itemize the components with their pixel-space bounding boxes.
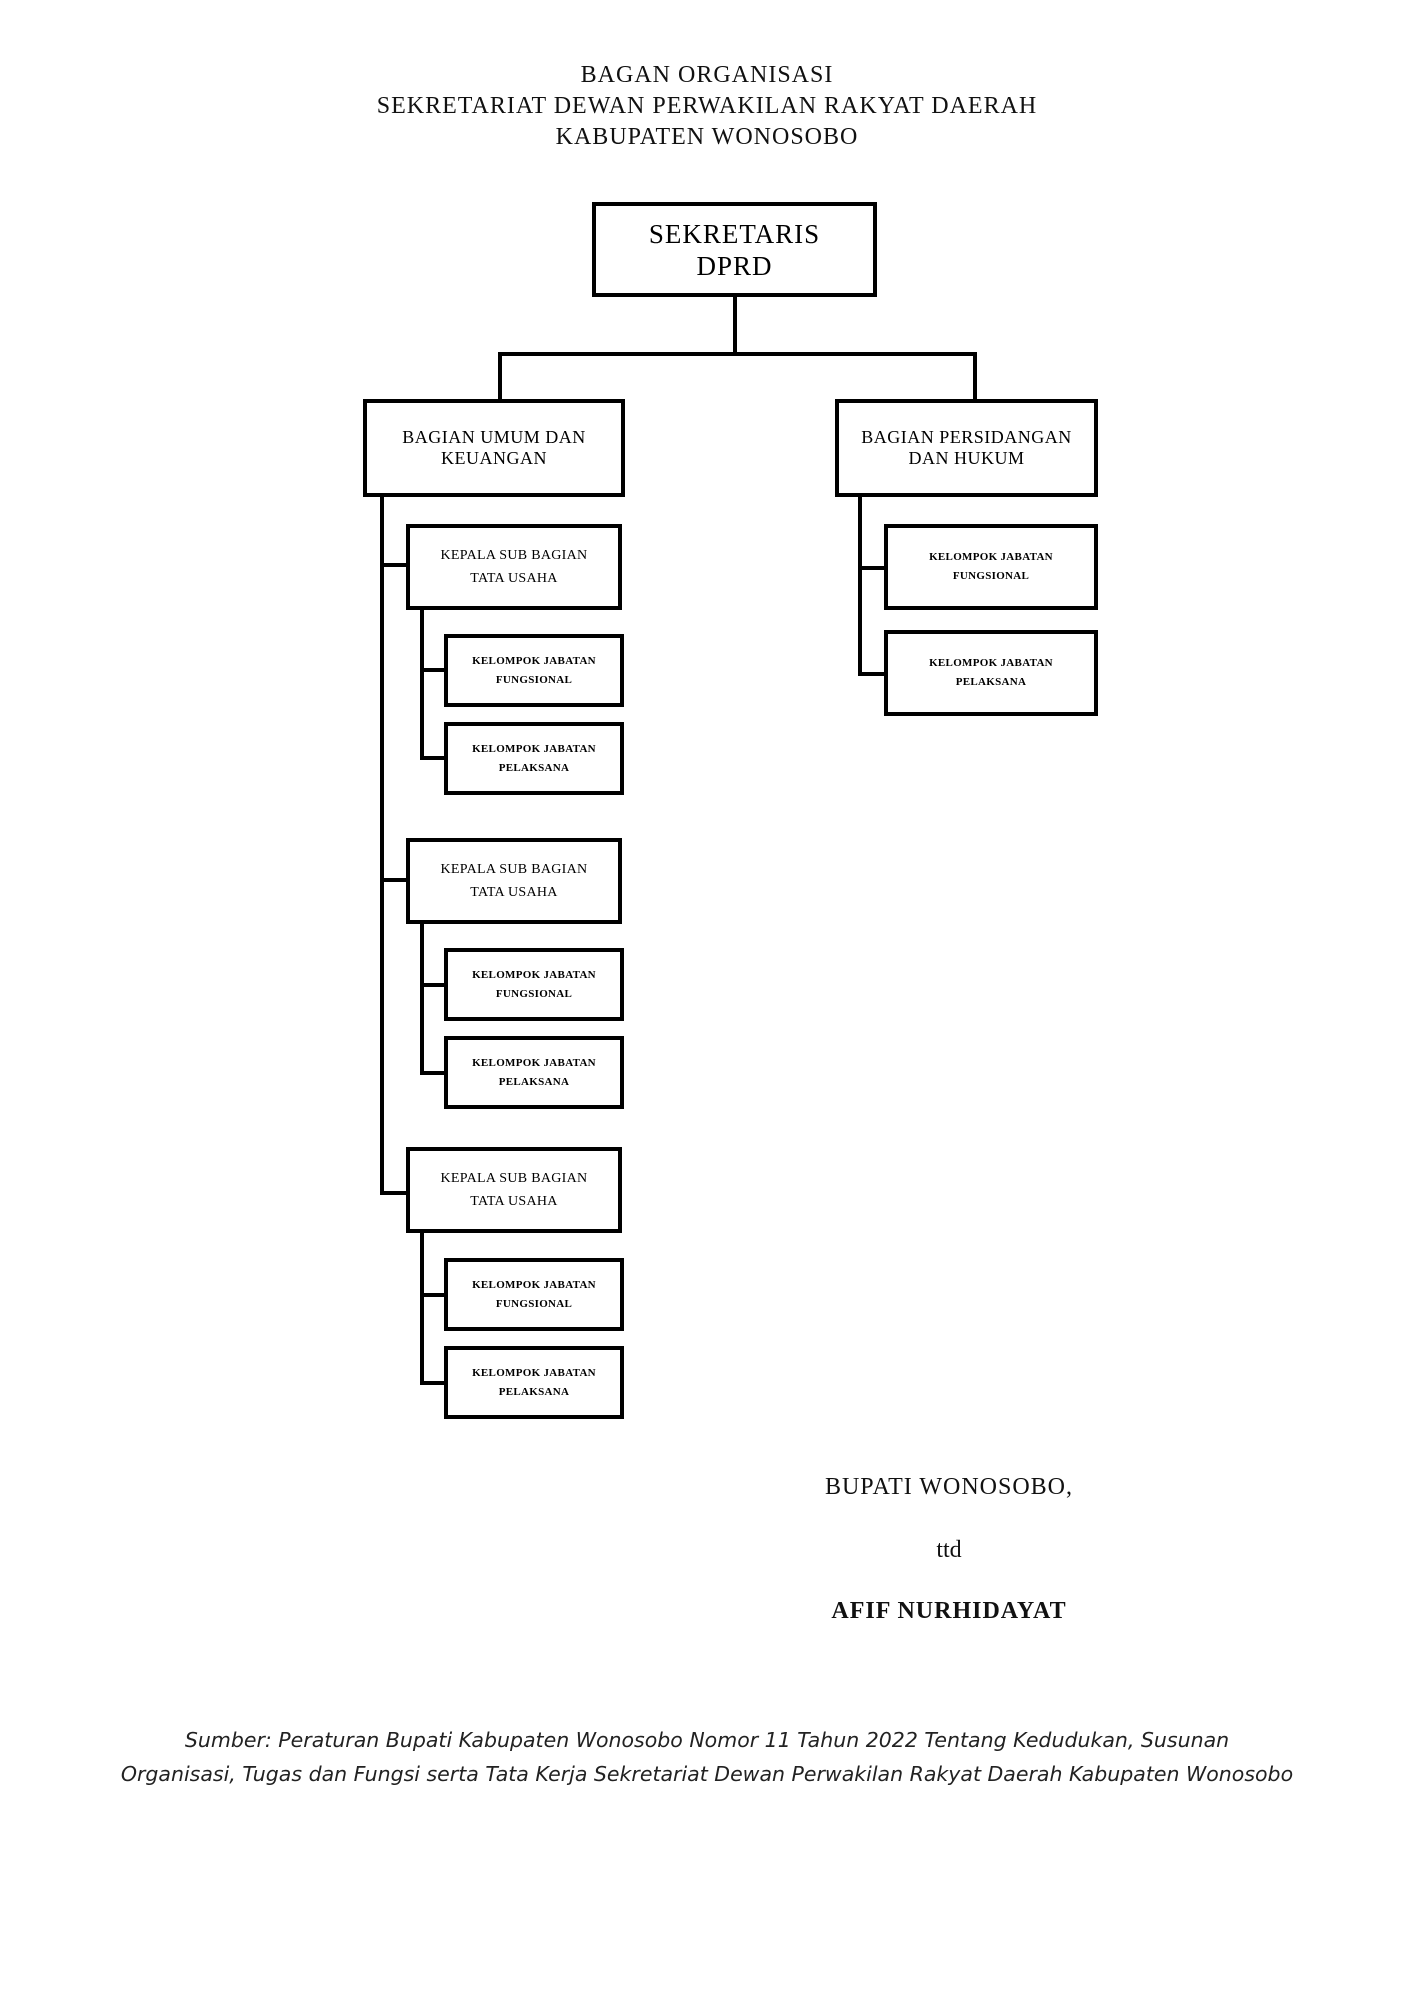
- box-bagian-umum-keuangan: BAGIAN UMUM DAN KEUANGAN: [363, 399, 625, 497]
- box-label-line-1: BAGIAN UMUM DAN: [402, 427, 586, 447]
- connector-to-subbag-1: [380, 563, 408, 567]
- box-kelompok-jabatan-pelaksana: KELOMPOK JABATAN PELAKSANA: [444, 1346, 624, 1419]
- connector-subbag-1-group-2: [420, 756, 448, 760]
- title-line-1: BAGAN ORGANISASI: [580, 62, 834, 88]
- connector-persidangan-group-2: [858, 672, 888, 676]
- signature-title: BUPATI WONOSOBO,: [824, 1474, 1074, 1500]
- signature-name: AFIF NURHIDAYAT: [831, 1598, 1067, 1624]
- connector-subbag-3-group-1: [420, 1293, 448, 1297]
- connector-to-persidangan: [973, 352, 977, 399]
- box-kelompok-jabatan-fungsional: KELOMPOK JABATAN FUNGSIONAL: [444, 634, 624, 707]
- connector-to-subbag-3: [380, 1191, 408, 1195]
- connector-persidangan-spine: [858, 495, 862, 676]
- box-kelompok-jabatan-pelaksana: KELOMPOK JABATAN PELAKSANA: [444, 1036, 624, 1109]
- connector-subbag-1-group-1: [420, 668, 448, 672]
- connector-subbag-3-spine: [420, 1232, 424, 1385]
- box-label-line-2: FUNGSIONAL: [952, 570, 1030, 582]
- box-label-line-2: PELAKSANA: [955, 676, 1027, 688]
- box-label-line-1: KELOMPOK JABATAN: [472, 968, 596, 981]
- box-label-line-2: TATA USAHA: [470, 571, 558, 586]
- box-kelompok-jabatan-pelaksana: KELOMPOK JABATAN PELAKSANA: [884, 630, 1098, 716]
- connector-subbag-1-spine: [420, 608, 424, 760]
- source-line-2: Organisasi, Tugas dan Fungsi serta Tata …: [120, 1762, 1294, 1786]
- box-label-line-1: KELOMPOK JABATAN: [929, 551, 1053, 563]
- box-kelompok-jabatan-fungsional: KELOMPOK JABATAN FUNGSIONAL: [444, 948, 624, 1021]
- box-label-line-2: PELAKSANA: [498, 761, 570, 774]
- box-kepala-sub-bagian: KEPALA SUB BAGIAN TATA USAHA: [406, 1147, 622, 1233]
- box-label-line-2: TATA USAHA: [470, 1194, 558, 1209]
- box-bagian-persidangan-hukum: BAGIAN PERSIDANGAN DAN HUKUM: [835, 399, 1098, 497]
- connector-persidangan-group-1: [858, 566, 888, 570]
- box-kepala-sub-bagian: KEPALA SUB BAGIAN TATA USAHA: [406, 524, 622, 610]
- box-label-line-1: SEKRETARIS: [648, 218, 821, 249]
- box-label-line-1: KELOMPOK JABATAN: [929, 657, 1053, 669]
- box-label-line-2: PELAKSANA: [498, 1075, 570, 1088]
- box-label-line-2: FUNGSIONAL: [495, 1297, 573, 1310]
- box-kelompok-jabatan-fungsional: KELOMPOK JABATAN FUNGSIONAL: [444, 1258, 624, 1331]
- box-sekretaris-dprd: SEKRETARIS DPRD: [592, 202, 877, 297]
- source-caption: Sumber: Peraturan Bupati Kabupaten Wonos…: [60, 1723, 1354, 1791]
- box-kepala-sub-bagian: KEPALA SUB BAGIAN TATA USAHA: [406, 838, 622, 924]
- box-kelompok-jabatan-pelaksana: KELOMPOK JABATAN PELAKSANA: [444, 722, 624, 795]
- box-kelompok-jabatan-fungsional: KELOMPOK JABATAN FUNGSIONAL: [884, 524, 1098, 610]
- box-label-line-1: KEPALA SUB BAGIAN: [440, 862, 588, 877]
- box-label-line-2: TATA USAHA: [470, 885, 558, 900]
- box-label-line-1: BAGIAN PERSIDANGAN: [861, 427, 1072, 447]
- signature-mark: ttd: [936, 1537, 962, 1563]
- connector-umum-spine: [380, 495, 384, 1195]
- connector-head-branch: [498, 352, 977, 356]
- box-label-line-1: KELOMPOK JABATAN: [472, 742, 596, 755]
- connector-subbag-2-group-2: [420, 1071, 448, 1075]
- box-label-line-2: DPRD: [696, 250, 773, 281]
- connector-to-subbag-2: [380, 878, 408, 882]
- box-label-line-2: PELAKSANA: [498, 1385, 570, 1398]
- box-label-line-1: KEPALA SUB BAGIAN: [440, 1171, 588, 1186]
- document-title: BAGAN ORGANISASI SEKRETARIAT DEWAN PERWA…: [0, 60, 1414, 153]
- box-label-line-2: DAN HUKUM: [908, 448, 1025, 468]
- box-label-line-2: FUNGSIONAL: [495, 987, 573, 1000]
- box-label-line-1: KELOMPOK JABATAN: [472, 1278, 596, 1291]
- connector-subbag-3-group-2: [420, 1381, 448, 1385]
- title-line-3: KABUPATEN WONOSOBO: [555, 124, 859, 150]
- box-label-line-2: KEUANGAN: [440, 448, 547, 468]
- source-line-1: Sumber: Peraturan Bupati Kabupaten Wonos…: [184, 1728, 1230, 1752]
- connector-head-down: [733, 297, 737, 355]
- connector-subbag-2-spine: [420, 923, 424, 1075]
- box-label-line-1: KELOMPOK JABATAN: [472, 654, 596, 667]
- box-label-line-1: KELOMPOK JABATAN: [472, 1056, 596, 1069]
- connector-subbag-2-group-1: [420, 983, 448, 987]
- title-line-2: SEKRETARIAT DEWAN PERWAKILAN RAKYAT DAER…: [376, 93, 1038, 119]
- box-label-line-1: KEPALA SUB BAGIAN: [440, 548, 588, 563]
- connector-to-umum: [498, 352, 502, 399]
- box-label-line-2: FUNGSIONAL: [495, 673, 573, 686]
- box-label-line-1: KELOMPOK JABATAN: [472, 1366, 596, 1379]
